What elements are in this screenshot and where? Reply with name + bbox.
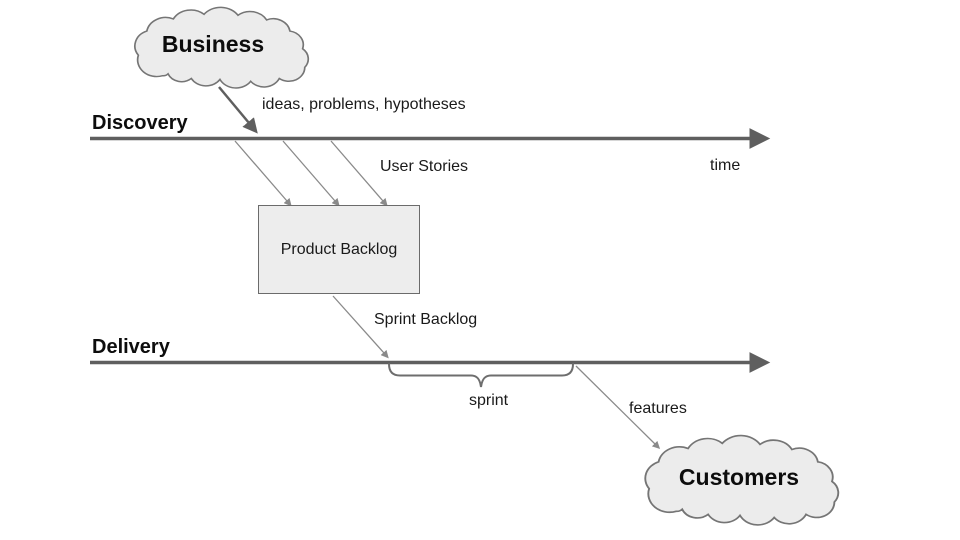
sprint-backlog-arrow <box>332 295 389 359</box>
sprint-backlog-label: Sprint Backlog <box>374 311 478 328</box>
features-arrow <box>575 365 661 450</box>
sprint-brace <box>388 363 574 388</box>
business-cloud-label: Business <box>161 31 265 57</box>
customers-cloud-label: Customers <box>678 464 800 490</box>
user-story-arrow-1 <box>234 140 292 207</box>
discovery-track-label: Discovery <box>92 112 188 134</box>
user-stories-label: User Stories <box>380 158 469 175</box>
product-backlog-label: Product Backlog <box>280 240 398 258</box>
delivery-track-label: Delivery <box>92 336 170 358</box>
business-to-discovery-arrow <box>218 86 258 134</box>
product-backlog-box: Product Backlog <box>258 205 420 294</box>
sprint-label: sprint <box>469 392 509 409</box>
user-story-arrow-3 <box>330 140 388 207</box>
features-label: features <box>629 400 687 417</box>
user-story-arrow-2 <box>282 140 340 207</box>
time-axis-label: time <box>710 157 741 174</box>
ideas-problems-hypotheses-label: ideas, problems, hypotheses <box>262 96 466 113</box>
